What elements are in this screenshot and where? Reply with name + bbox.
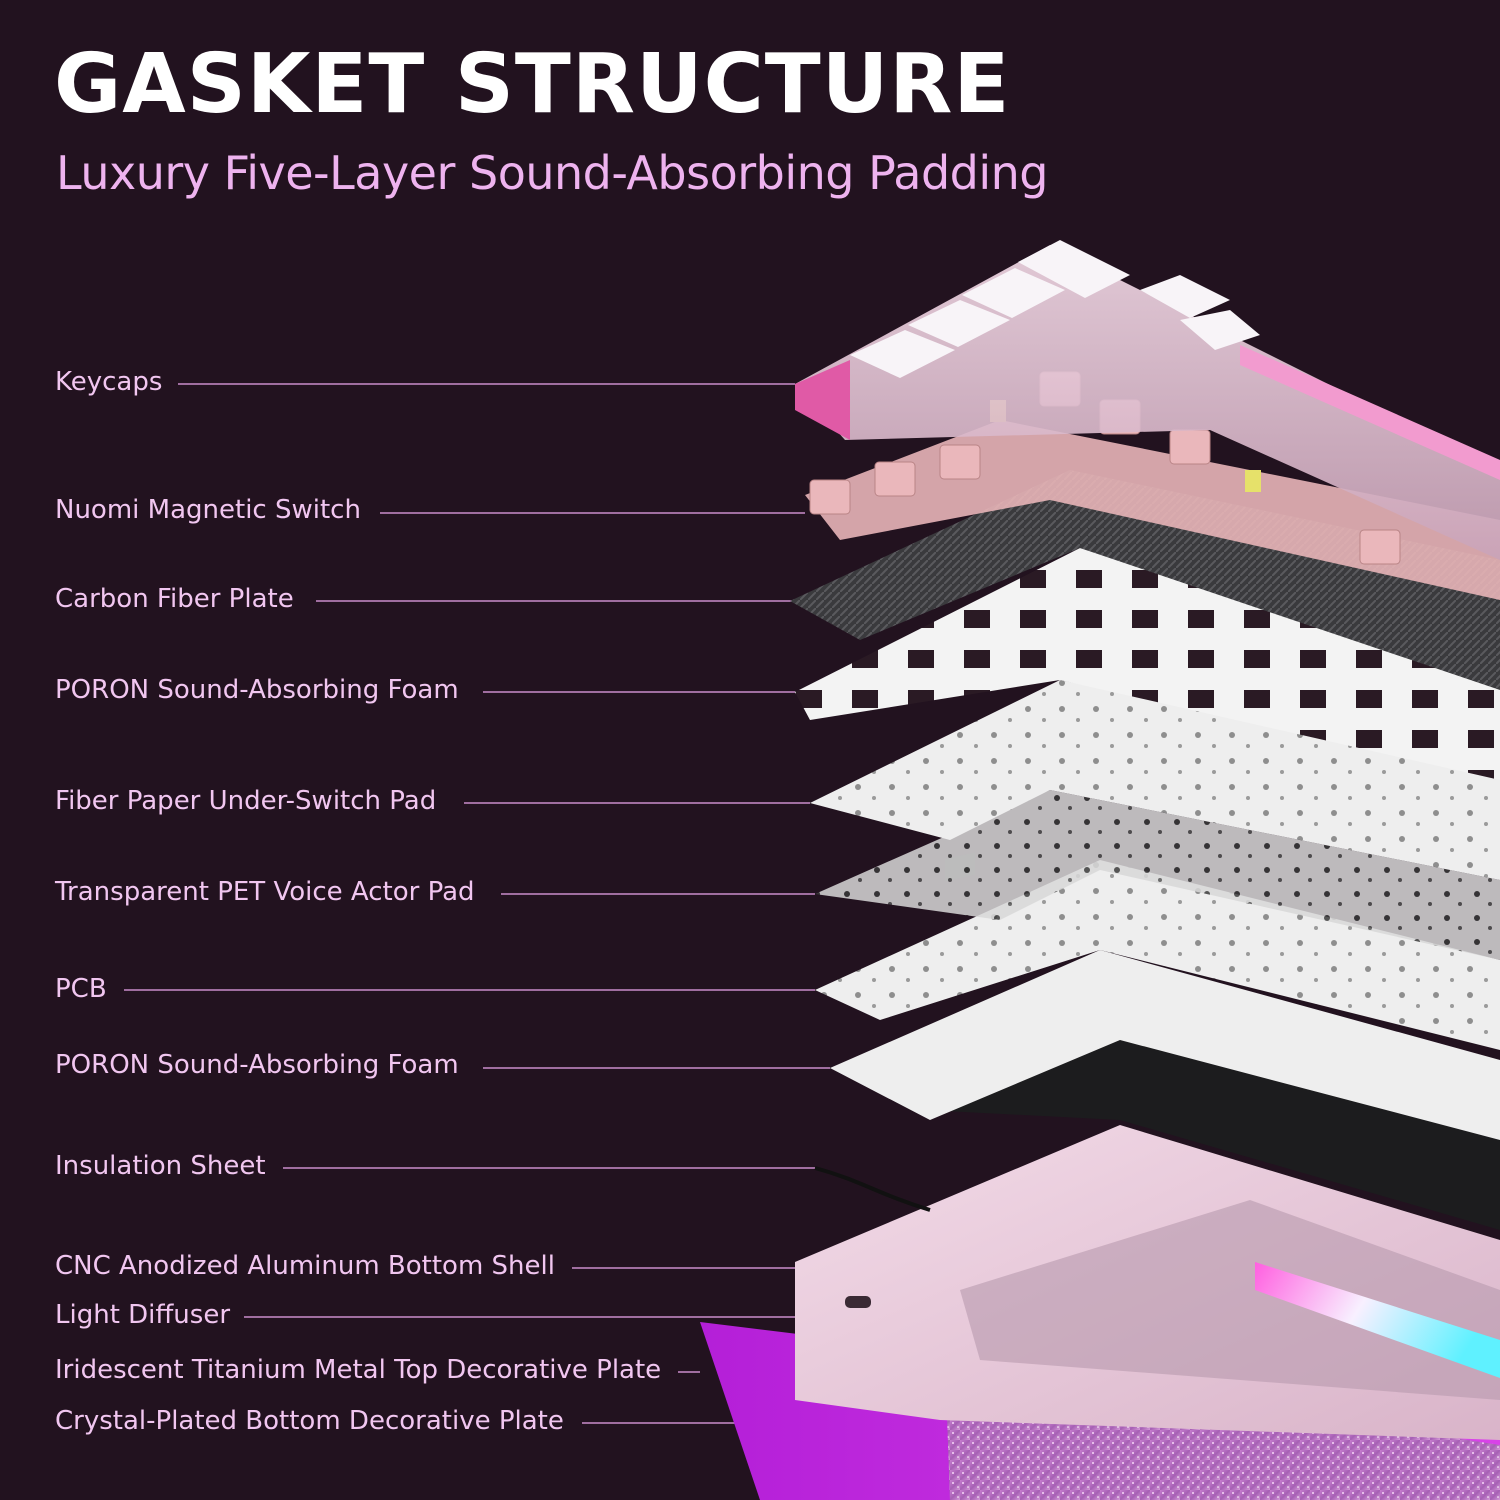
stabilizer-2 — [1245, 470, 1261, 492]
layer-label-light-diffuser: Light Diffuser — [55, 1300, 231, 1330]
shell-cavity — [960, 1200, 1500, 1400]
light-diffuser-strip — [1255, 1262, 1500, 1378]
layer-label-fiber-paper: Fiber Paper Under-Switch Pad — [55, 786, 437, 816]
layer-label-top-decorative-plate: Iridescent Titanium Metal Top Decorative… — [55, 1355, 662, 1385]
poron-foam-top — [795, 548, 1500, 780]
layer-label-bottom-shell: CNC Anodized Aluminum Bottom Shell — [55, 1251, 555, 1281]
pcb-board — [815, 860, 1500, 1050]
layer-label-insulation: Insulation Sheet — [55, 1151, 266, 1181]
switch-6 — [1169, 429, 1211, 465]
layer-label-poron-foam-top: PORON Sound-Absorbing Foam — [55, 675, 459, 705]
keycap-white-1 — [850, 330, 955, 378]
switch-1 — [809, 479, 851, 515]
pink-side-panel-right — [1240, 345, 1500, 480]
cable — [814, 1166, 931, 1212]
keycap-white-2 — [908, 300, 1010, 347]
pet-pad — [815, 790, 1500, 960]
fiber-paper-pad — [810, 680, 1500, 880]
layer-label-bottom-decorative-plate: Crystal-Plated Bottom Decorative Plate — [55, 1406, 564, 1436]
switch-2 — [874, 461, 916, 497]
layer-label-pcb: PCB — [55, 974, 107, 1004]
keycap-layer — [795, 240, 1500, 560]
page-subtitle: Luxury Five-Layer Sound-Absorbing Paddin… — [56, 146, 1048, 200]
keycap-white-5 — [1140, 275, 1230, 318]
layer-label-poron-foam-bottom: PORON Sound-Absorbing Foam — [55, 1050, 459, 1080]
poron-foam-bottom — [830, 950, 1500, 1140]
page-title: GASKET STRUCTURE — [54, 37, 1011, 132]
layer-label-keycaps: Keycaps — [55, 367, 163, 397]
layer-label-pet-pad: Transparent PET Voice Actor Pad — [55, 877, 475, 907]
switch-7 — [1359, 529, 1401, 565]
layer-label-switch: Nuomi Magnetic Switch — [55, 495, 361, 525]
usb-port — [845, 1296, 871, 1308]
keycap-white-6 — [1180, 310, 1260, 350]
switch-3 — [939, 444, 981, 480]
keycap-white-4 — [1018, 240, 1130, 298]
keycap-white-3 — [962, 268, 1065, 318]
pink-side-panel — [795, 360, 850, 440]
leader-lines — [124, 383, 1260, 1424]
layer-label-carbon-plate: Carbon Fiber Plate — [55, 584, 294, 614]
